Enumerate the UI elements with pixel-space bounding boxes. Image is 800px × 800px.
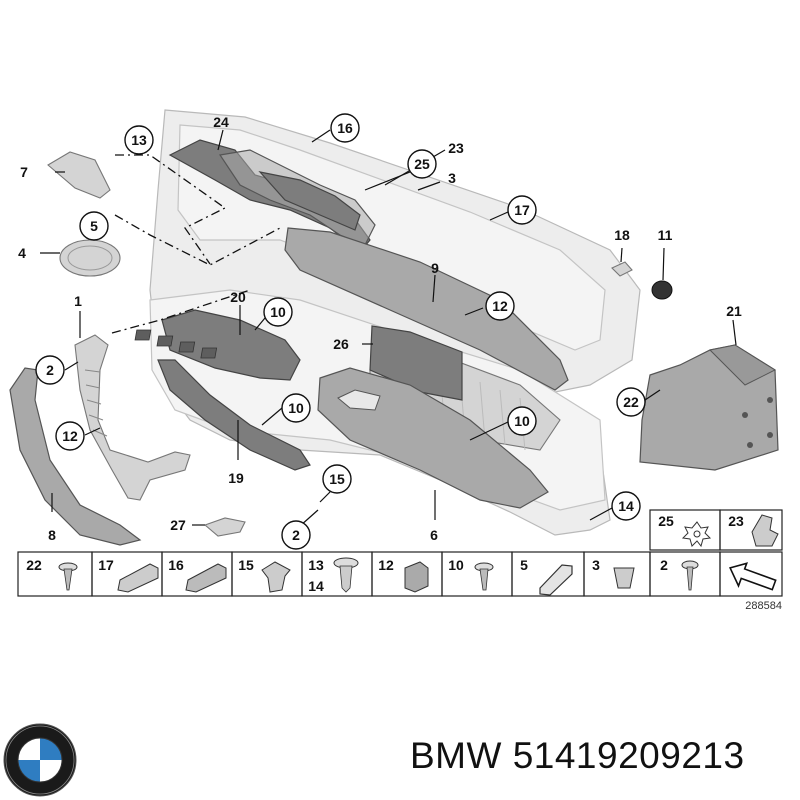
callouts: 24 16 13 23 25 3 7 17 5 4 18 11 9 1 20 1… (18, 113, 742, 550)
foam-block-top (708, 344, 777, 386)
callout-label: 17 (514, 202, 530, 218)
callout-label: 13 (131, 132, 147, 148)
callout-label: 6 (430, 527, 438, 543)
callout-label: 10 (288, 400, 304, 416)
callout-label: 3 (448, 170, 456, 186)
callout-label: 15 (329, 471, 345, 487)
arrow-icon (729, 562, 777, 591)
parts-top-label: 23 (728, 513, 744, 529)
callout-label: 26 (333, 336, 349, 352)
callout-label: 19 (228, 470, 244, 486)
grab-handle-ribs (84, 369, 108, 437)
foam-holes (742, 397, 773, 448)
parts-row-label: 22 (26, 557, 42, 573)
seal-icon (539, 564, 573, 596)
assembly-lines (111, 154, 281, 334)
callout-label: 8 (48, 527, 56, 543)
callout-label: 22 (623, 394, 639, 410)
parts-row-label: 2 (660, 557, 668, 573)
callout-label: 25 (414, 156, 430, 172)
callout-label: 1 (74, 293, 82, 309)
rivet-icon (261, 561, 291, 593)
leader-lines (40, 129, 737, 527)
switch-panel (161, 309, 301, 381)
parts-row-label: 16 (168, 557, 184, 573)
switch-cutout (337, 389, 381, 411)
expanding-nut-icon (613, 567, 635, 589)
parts-row: 22 17 16 15 13 14 12 10 5 3 2 (17, 551, 783, 612)
parts-row-label: 3 (592, 557, 600, 573)
parts-row-label: 17 (98, 557, 114, 573)
callout-label: 24 (213, 114, 229, 130)
clip-part (611, 261, 633, 277)
parts-row-label: 10 (448, 557, 464, 573)
callout-label: 14 (618, 498, 634, 514)
switch-carrier (157, 359, 311, 471)
callout-label: 12 (492, 298, 508, 314)
callout-label: 21 (726, 303, 742, 319)
parts-top-label: 25 (658, 513, 674, 529)
small-module (203, 517, 246, 537)
reference-number: 288584 (745, 600, 782, 612)
parts-row-label: 14 (308, 578, 324, 594)
screw-icon (681, 560, 699, 591)
parts-row-label: 12 (378, 557, 394, 573)
speaker-cover (369, 325, 463, 401)
callout-label: 2 (292, 527, 300, 543)
callout-label: 4 (18, 245, 26, 261)
speaker-disk (59, 239, 121, 277)
parts-row-label: 5 (520, 557, 528, 573)
clip-icon (751, 514, 779, 547)
speaker-disk-rim (67, 245, 113, 271)
push-clip-icon (333, 557, 359, 593)
callout-label: 5 (90, 218, 98, 234)
callout-label: 2 (46, 362, 54, 378)
callout-label: 23 (448, 140, 464, 156)
parts-row-label: 13 (308, 557, 324, 573)
mirror-cap (47, 151, 111, 199)
callout-label: 18 (614, 227, 630, 243)
clip-icon (404, 561, 429, 593)
callout-label: 27 (170, 517, 186, 533)
callout-label: 7 (20, 164, 28, 180)
screw-icon (58, 562, 78, 591)
callout-label: 12 (62, 428, 78, 444)
grab-handle-frame (74, 334, 191, 501)
callout-label: 10 (514, 413, 530, 429)
plug-part (651, 280, 673, 300)
trim-strip (284, 227, 569, 391)
callout-label: 20 (230, 289, 246, 305)
clip-bar-icon (185, 563, 227, 593)
parts-top: 25 23 (649, 509, 783, 551)
screw-icon (474, 562, 494, 591)
clip-bar-icon (117, 563, 159, 593)
callout-label: 10 (270, 304, 286, 320)
brand-part-number: BMW 51419209213 (410, 735, 745, 776)
callout-label: 11 (658, 227, 673, 243)
bmw-logo (3, 723, 77, 797)
parts-row-label: 15 (238, 557, 254, 573)
callout-label: 9 (431, 260, 439, 276)
callout-label: 16 (337, 120, 353, 136)
switch-buttons (134, 329, 218, 359)
